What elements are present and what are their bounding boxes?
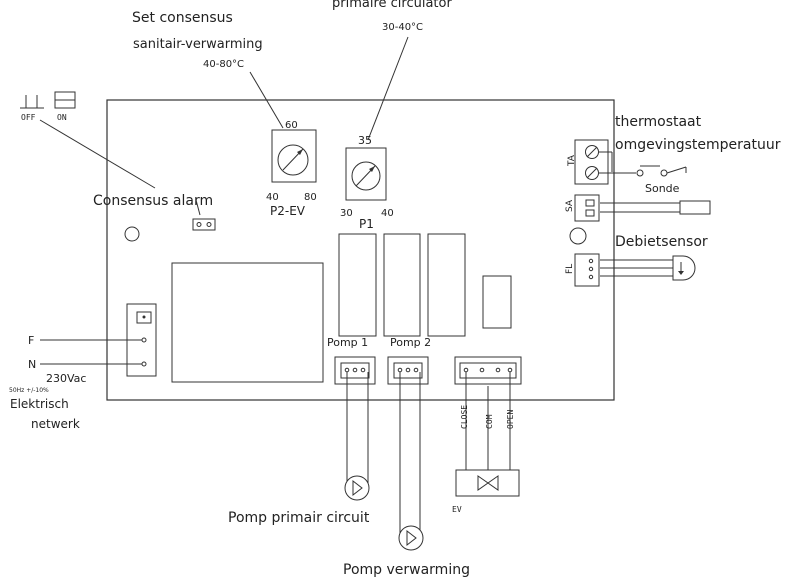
switch-on-icon [54,91,76,109]
label-voltage: 230Vac [46,372,86,385]
label-f: F [28,334,34,347]
transformer [171,262,324,383]
alarm-connector [192,218,216,231]
label-close: CLOSE [460,405,469,429]
flow-sensor-icon [600,255,696,281]
label-pomp-primair: Pomp primair circuit [228,510,370,526]
relay-3 [427,233,466,337]
label-com: COM [485,414,494,429]
label-pomp2: Pomp 2 [390,336,431,349]
label-sa: SA [565,199,575,212]
label-netwerk: netwerk [31,417,80,431]
label-ev: EV [452,505,462,514]
p1-right-value: 40 [381,208,394,219]
label-range-p2: 40-80°C [203,59,244,70]
switch-off-icon [20,95,44,109]
potentiometer-p2 [271,129,317,183]
leader-p1 [367,36,409,141]
leader-alarm [195,199,201,216]
valve-connector [454,356,522,385]
label-pomp-verwarming: Pomp verwarming [343,562,470,578]
label-range-p1: 30-40°C [382,22,423,33]
p2-name: P2-EV [270,204,306,218]
label-n: N [28,358,36,371]
pomp-verwarming-wiring [398,372,424,551]
leader-consensus [39,119,156,189]
label-consensus-alarm: Consensus alarm [93,193,213,209]
label-frequency: 50Hz +/-10% [9,387,49,394]
pcb-board [106,99,615,401]
potentiometer-p1 [345,147,387,201]
relay-2 [383,233,421,337]
leader-p2 [249,71,284,129]
label-fl: FL [565,264,575,274]
label-sonde: Sonde [645,182,680,195]
p1-name: P1 [359,217,374,231]
label-elektrisch: Elektrisch [10,397,69,411]
label-thermostaat: thermostaat [615,114,702,130]
thermostat-switch-icon [599,151,687,177]
sa-connector [574,194,600,222]
sonde-probe [600,200,711,215]
label-pomp1: Pomp 1 [327,336,368,349]
label-on: ON [57,113,67,122]
pomp-primair-wiring [344,372,370,501]
p1-top-value: 35 [358,134,372,147]
label-sanitair-verwarming: sanitair-verwarming [133,37,263,52]
ev-valve-wiring [455,372,520,497]
p2-left-value: 40 [266,192,279,203]
mounting-hole-left [124,226,140,242]
p2-right-value: 80 [304,192,317,203]
label-off: OFF [21,113,36,122]
pomp1-connector [334,356,376,385]
p2-top-value: 60 [285,120,298,131]
label-debietsensor: Debietsensor [615,234,708,250]
fl-connector [574,253,600,287]
label-ta: TA [567,154,577,167]
p1-left-value: 30 [340,208,353,219]
label-omgevingstemperatuur: omgevingstemperatuur [615,137,781,153]
label-set-consensus: Set consensus [132,10,233,26]
ta-terminal [574,139,609,185]
pomp2-connector [387,356,429,385]
fuse [482,275,512,329]
mounting-hole-right [569,227,587,245]
relay-1 [338,233,377,337]
label-open: OPEN [506,410,515,429]
label-primaire-circulator: primaire circulator [332,0,452,11]
